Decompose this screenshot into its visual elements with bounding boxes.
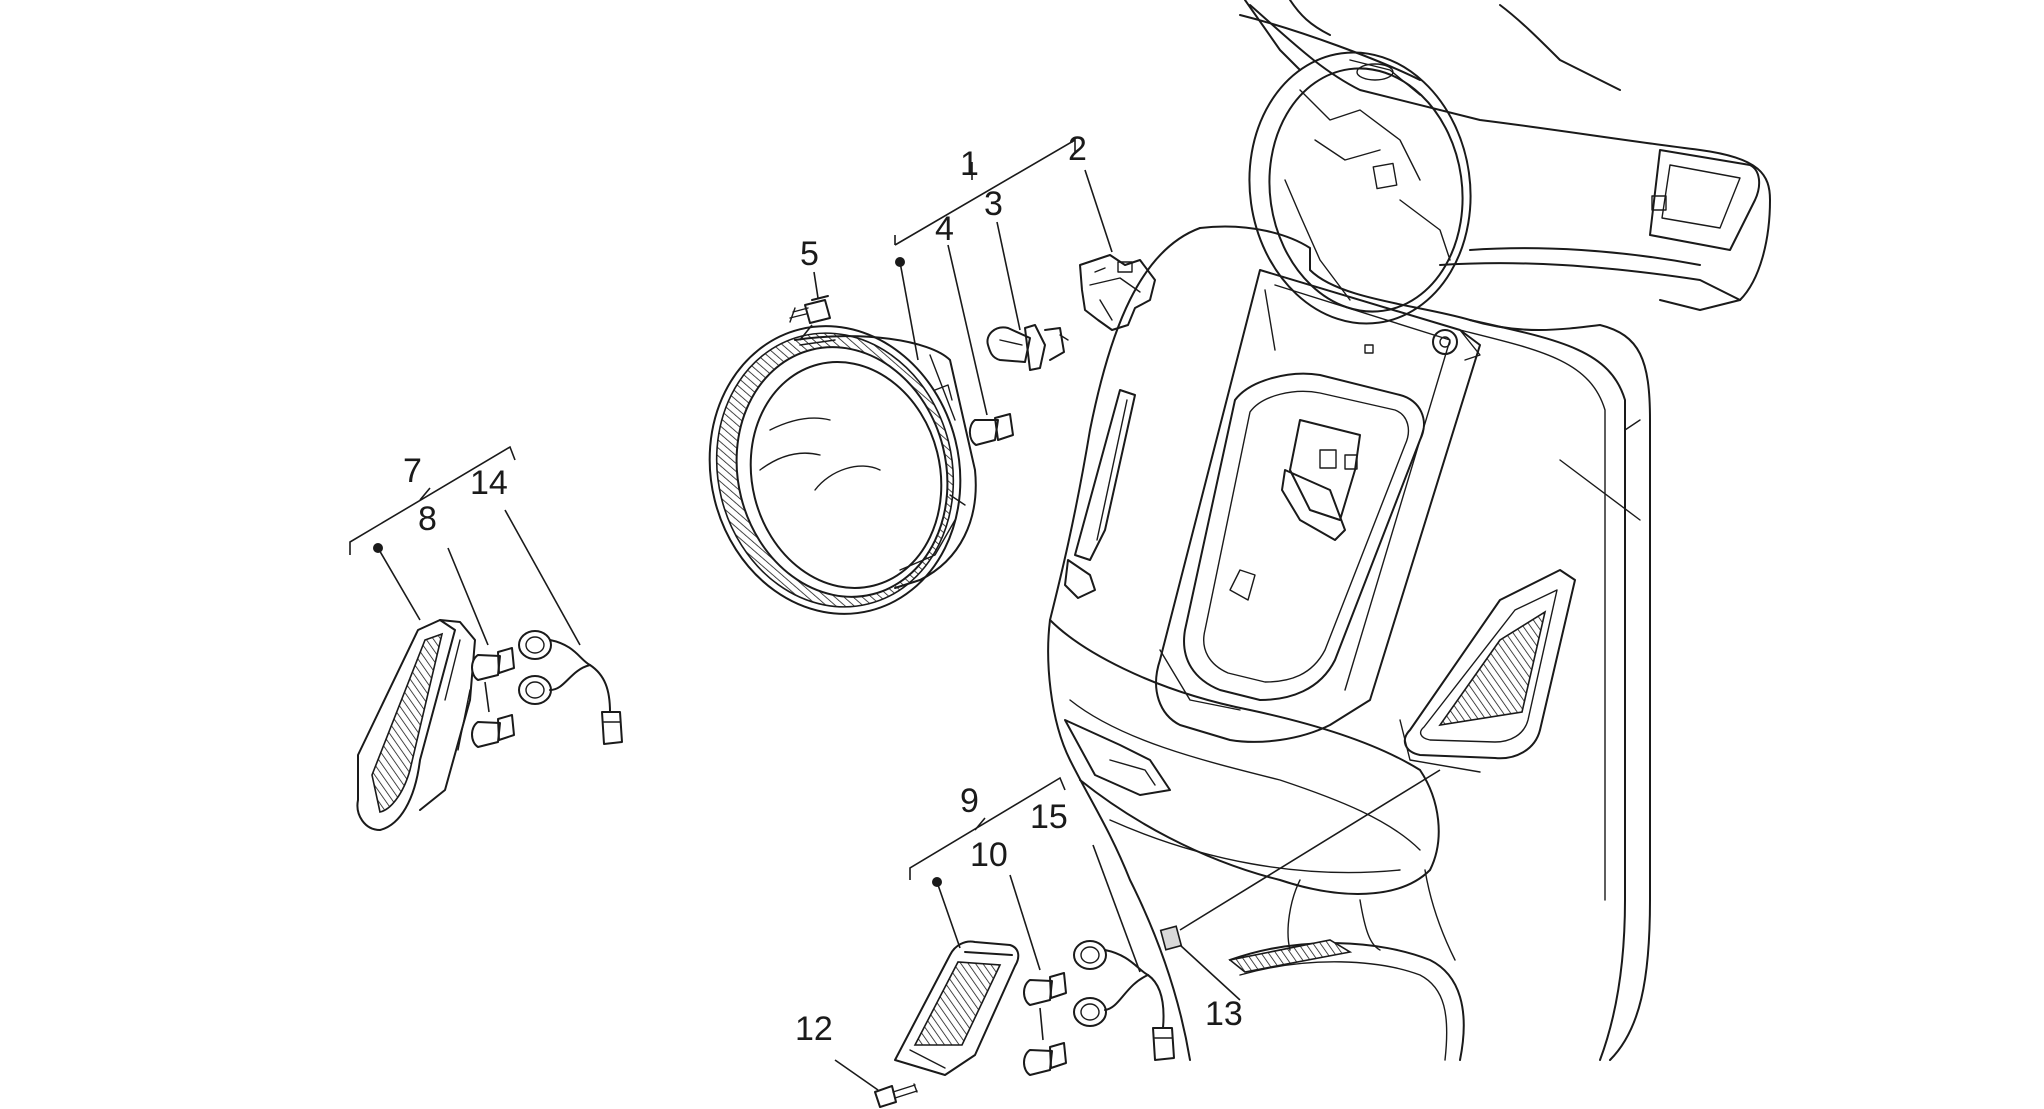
callout-13: 13 xyxy=(1205,995,1243,1033)
cable-clip-13 xyxy=(1159,925,1183,951)
left-signal-harness xyxy=(518,630,623,745)
callout-15: 15 xyxy=(1030,798,1068,836)
screw-5 xyxy=(789,295,831,324)
right-signal-harness xyxy=(1073,940,1175,1061)
left-signal-bulbs xyxy=(471,647,515,748)
right-turn-signal xyxy=(894,940,1020,1076)
bulb-socket xyxy=(1079,254,1156,331)
callout-1: 1 xyxy=(960,145,979,183)
callout-9: 9 xyxy=(960,782,979,820)
leader-lines xyxy=(349,138,1441,1091)
callout-10: 10 xyxy=(970,836,1008,874)
screw-12 xyxy=(874,1083,918,1108)
halogen-bulb xyxy=(986,324,1069,371)
left-turn-signal xyxy=(356,619,476,831)
callout-3: 3 xyxy=(984,185,1003,223)
scooter-front-body xyxy=(1047,0,1771,1061)
callout-14: 14 xyxy=(470,464,508,502)
callout-4: 4 xyxy=(935,210,954,248)
callout-5: 5 xyxy=(800,235,819,273)
callout-8: 8 xyxy=(418,500,437,538)
callout-labels: 1 2 3 4 5 7 8 9 10 12 13 14 15 xyxy=(403,130,1243,1048)
callout-2: 2 xyxy=(1068,130,1087,168)
headlight-unit xyxy=(708,325,977,615)
callout-12: 12 xyxy=(795,1010,833,1048)
callout-7: 7 xyxy=(403,452,422,490)
right-signal-bulbs xyxy=(1023,972,1067,1076)
parking-bulb xyxy=(968,413,1014,446)
